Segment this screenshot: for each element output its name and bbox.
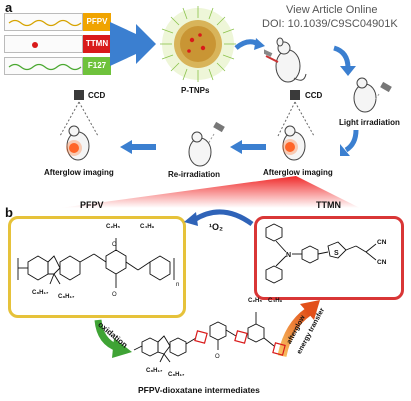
component-f127: F127 [4,57,111,75]
pfpv-chain-top2: C₄H₉ [140,224,155,230]
pfpv-oxygen-bottom: O [112,292,117,298]
nanoparticle-icon [160,6,236,82]
pfpv-repeat-n: n [176,282,179,288]
red-dot-icon [32,42,38,48]
red-fan-divider [60,176,360,208]
flow-arrow-icon [234,38,265,50]
singlet-oxygen-label: ¹O₂ [209,222,223,232]
ccd-left-label: CCD [88,91,106,100]
afterglow-imaging-left-label: Afterglow imaging [44,168,114,177]
mouse-irradiation-icon [353,77,392,113]
pfpv-oxygen-top: O [112,242,117,248]
inter-chain-top: C₂H₅ [248,298,262,304]
inter-chain-bot: C₈H₁₇ [146,368,163,374]
nanoparticle-label: P-TNPs [181,86,210,95]
afterglow-imaging-right-label: Afterglow imaging [263,168,333,177]
wavy-chain-icon [8,19,82,27]
component-ttmn: TTMN [4,35,111,53]
ttmn-structure-box [254,216,404,300]
light-irradiation-label: Light irradiation [339,118,400,127]
flow-arrow-icon [340,129,359,156]
assembly-arrow-icon [110,22,156,66]
mouse-reirradiation-icon [188,121,225,167]
mouse-injection-icon [264,37,307,83]
pfpv-chain-left: C₈H₁₇ [32,290,49,296]
oxidation-arrow-icon [94,319,132,358]
intermediate-label: PFPV-dioxatane intermediates [138,385,260,395]
ttmn-molecule-icon: N S CN CN [265,223,387,284]
component-pfpv: PFPV [4,13,111,31]
doi-text: DOI: 10.1039/C9SC04901K [262,18,398,30]
ttmn-cn2: CN [377,259,387,266]
ccd-right-label: CCD [305,91,323,100]
panel-b-label: b [5,205,13,220]
pfpv-chain-top: C₂H₅ [106,224,120,230]
panel-a-label: a [5,0,13,15]
inter-chain-bot2: C₈H₁₇ [168,372,185,378]
ttmn-sulfur: S [334,250,339,257]
inter-oxygen: O [215,354,220,360]
flow-arrow-icon [230,140,266,154]
pfpv-molecule-icon: C₂H₅ C₄H₉ O O C₈H₁₇ C₈H₁₇ n [17,224,179,300]
ttmn-cn1: CN [377,239,387,246]
ccd-camera-right-icon [277,90,315,161]
pfpv-chain-left2: C₈H₁₇ [58,294,75,300]
re-irradiation-label: Re-irradiation [168,170,221,179]
ttmn-nitrogen: N [286,252,291,259]
pfpv-structure-box [8,216,186,318]
ttmn-title: TTMN [316,200,341,210]
dioxetane-intermediate-icon: C₂H₅ C₄H₉ C₈H₁₇ C₈H₁₇ O [133,298,286,378]
singlet-oxygen-arrow-icon [184,209,254,227]
pfpv-title: PFPV [80,200,104,210]
ccd-camera-left-icon [59,90,99,161]
flow-arrow-icon [333,45,356,76]
flow-arrow-icon [120,140,156,154]
inter-chain-top2: C₄H₉ [268,298,283,304]
view-article-online-link[interactable]: View Article Online [286,4,378,16]
wavy-chain-icon [8,63,82,71]
